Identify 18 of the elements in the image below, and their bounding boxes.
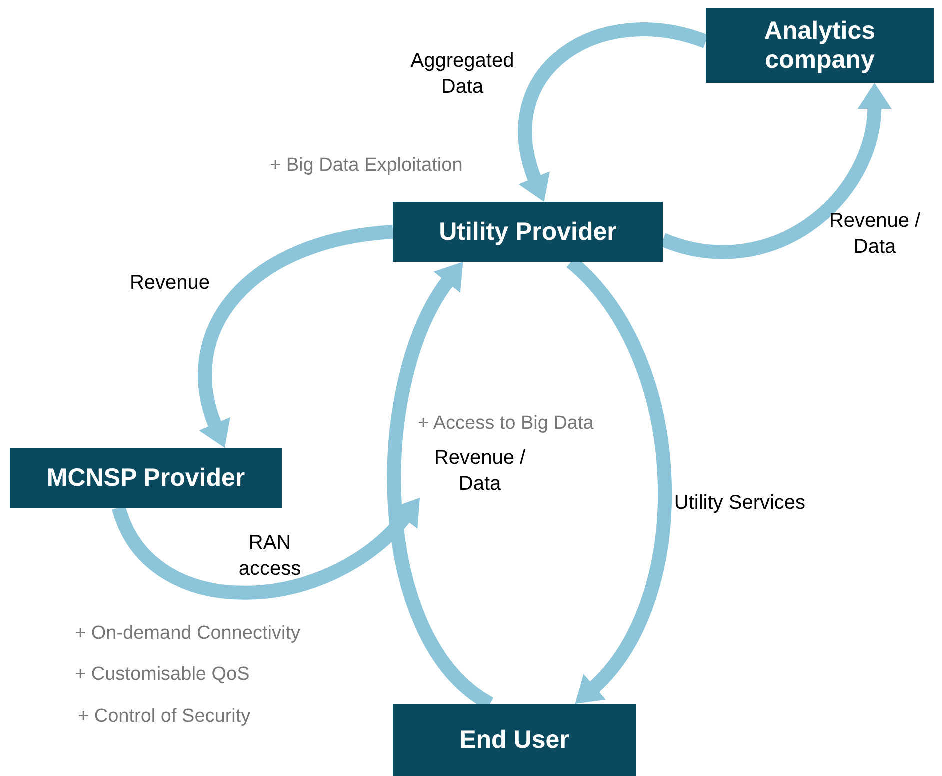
process-box: End User	[393, 704, 636, 776]
process-box: MCNSP Provider	[10, 448, 282, 508]
edge-label: RAN access	[238, 531, 302, 582]
curved-arrow	[518, 22, 708, 203]
curved-arrow	[112, 499, 422, 600]
note-text: + On-demand Connectivity	[75, 623, 300, 645]
curved-arrow	[198, 225, 394, 449]
note-text: + Big Data Exploitation	[270, 155, 463, 177]
process-box: Utility Provider	[393, 202, 663, 262]
note-text: + Control of Security	[78, 706, 251, 728]
note-text: + Customisable QoS	[75, 664, 250, 686]
edge-label: Aggregated Data	[410, 49, 516, 100]
process-box: Analytics company	[706, 8, 934, 83]
edge-label: Utility Services	[673, 491, 807, 516]
edge-label: Revenue	[128, 271, 212, 296]
edge-label: Revenue / Data	[433, 446, 527, 497]
note-text: + Access to Big Data	[418, 413, 594, 435]
edge-label: Revenue / Data	[828, 209, 922, 260]
